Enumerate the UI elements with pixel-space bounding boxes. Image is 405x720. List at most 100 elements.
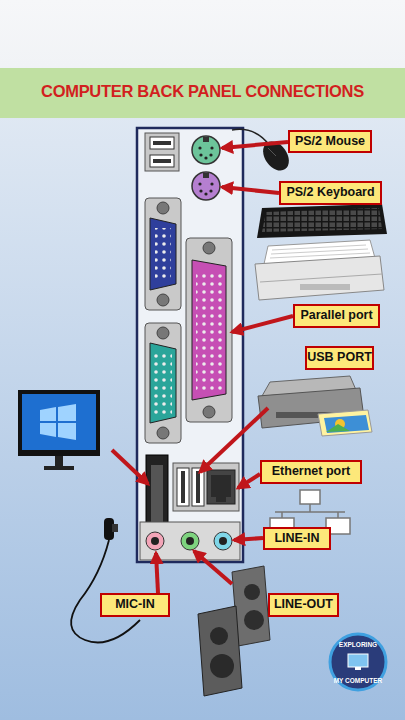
keyboard-picture	[257, 204, 387, 238]
callout-text: MIC-IN	[115, 598, 155, 612]
speakers-picture	[198, 566, 270, 696]
speakers-picture	[244, 584, 260, 600]
ps2-mouse-port	[199, 153, 202, 156]
ps2-keyboard-port	[210, 182, 213, 185]
callout-text: PS/2 Mouse	[295, 135, 365, 149]
title-band	[0, 68, 405, 118]
parallel-port	[196, 272, 222, 390]
speakers-picture	[244, 610, 264, 630]
usb-ethernet-block	[192, 468, 204, 506]
parallel-port	[186, 238, 232, 422]
audio-jacks	[151, 537, 159, 545]
microphone-picture	[112, 524, 118, 532]
ps2-keyboard-port	[199, 189, 202, 192]
usb-ethernet-block	[211, 475, 231, 497]
usb-ethernet-block	[173, 463, 239, 511]
leader-arrow	[234, 538, 263, 540]
serial-port	[145, 198, 181, 310]
callout-text: PS/2 Keyboard	[286, 186, 374, 200]
monitor-picture	[22, 394, 96, 450]
callout-box: USB PORT	[305, 346, 374, 370]
serial-port	[157, 202, 169, 214]
speakers-picture	[198, 606, 242, 696]
inkjet-printer	[324, 415, 369, 433]
ps2-keyboard-port	[198, 182, 201, 185]
ps2-mouse-port	[210, 146, 213, 149]
leader-arrow	[222, 142, 288, 148]
speakers-picture	[210, 627, 228, 645]
callout-box: LINE-OUT	[268, 593, 339, 617]
network-icon	[275, 504, 345, 518]
microphone-picture	[71, 518, 140, 643]
leader-arrow	[232, 316, 293, 332]
ps2-mouse-port	[192, 136, 220, 164]
mouse-picture	[268, 148, 276, 156]
callout-box: Parallel port	[293, 304, 380, 328]
ps2-mouse-port	[203, 137, 209, 142]
usb-port-pair	[150, 155, 174, 167]
inkjet-printer	[326, 424, 350, 432]
parallel-port	[192, 260, 226, 400]
monitor-picture	[40, 423, 56, 437]
serial-port	[157, 294, 169, 306]
parallel-port	[203, 406, 215, 418]
monitor-picture	[58, 423, 76, 440]
callout-box: Ethernet port	[260, 460, 362, 484]
leader-arrow	[238, 474, 260, 488]
monitor-picture	[58, 404, 76, 421]
callout-text: USB PORT	[307, 351, 372, 365]
leader-arrow	[156, 553, 158, 593]
parallel-port	[186, 238, 232, 422]
ps2-keyboard-port	[192, 172, 220, 200]
back-panel	[137, 128, 243, 562]
callout-box: MIC-IN	[100, 593, 170, 617]
ps2-mouse-port	[198, 146, 201, 149]
usb-port-pair	[153, 141, 171, 145]
dot-matrix-printer	[270, 245, 370, 258]
inkjet-printer	[318, 410, 372, 436]
serial-port	[145, 198, 181, 310]
logo-text: MY COMPUTER	[328, 677, 388, 684]
leader-arrow	[112, 450, 148, 484]
channel-logo	[348, 654, 368, 667]
back-panel	[137, 128, 243, 562]
leader-arrow	[194, 551, 232, 584]
ps2-keyboard-port	[209, 189, 212, 192]
vga-port	[145, 323, 181, 443]
ps2-keyboard-port	[192, 172, 220, 200]
ps2-keyboard-port	[203, 173, 209, 178]
ps2-mouse-port	[204, 156, 207, 159]
leader-arrow	[200, 408, 268, 472]
monitor-picture	[18, 390, 100, 470]
microphone-picture	[71, 540, 140, 643]
callout-text: LINE-OUT	[274, 598, 333, 612]
vga-port	[157, 427, 169, 439]
usb-ethernet-block	[196, 471, 200, 503]
keyboard-picture	[262, 208, 382, 232]
audio-jacks	[181, 532, 199, 550]
audio-jacks	[186, 537, 194, 545]
serial-port	[155, 228, 171, 282]
leader-arrow	[112, 142, 293, 593]
vga-port	[154, 352, 172, 414]
usb-port-pair	[153, 159, 171, 163]
leader-arrow	[222, 187, 279, 193]
speakers-picture	[210, 654, 234, 678]
audio-jacks	[146, 532, 164, 550]
keyboard-picture	[257, 204, 387, 238]
callout-box: LINE-IN	[263, 527, 331, 550]
usb-port-pair	[150, 137, 174, 149]
audio-jacks	[219, 537, 227, 545]
serial-port	[150, 218, 176, 290]
dot-matrix-printer	[255, 256, 384, 300]
audio-jacks	[214, 532, 232, 550]
logo-text: EXPLORING	[328, 641, 388, 648]
vga-port	[145, 323, 181, 443]
diagram-title: COMPUTER BACK PANEL CONNECTIONS	[0, 82, 405, 101]
hdmi-port	[151, 465, 163, 529]
ps2-keyboard-port	[204, 192, 207, 195]
usb-ethernet-block	[173, 463, 239, 511]
